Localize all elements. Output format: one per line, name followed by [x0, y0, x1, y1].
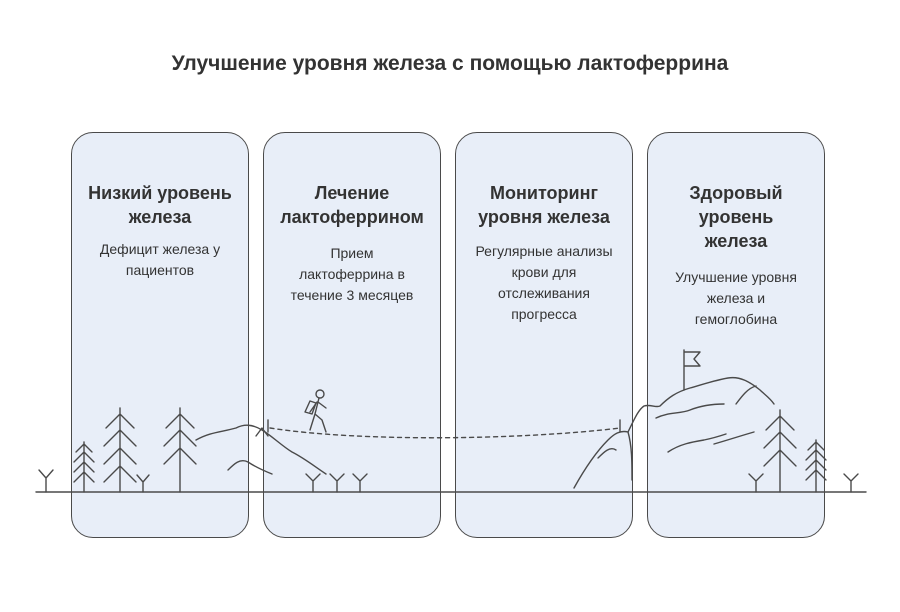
stage-title: Низкий уровень железа: [78, 181, 242, 229]
mountain-icon: [195, 424, 327, 475]
stage-card-monitoring: Мониторинг уровня железа Регулярные анал…: [455, 132, 633, 538]
grass-icon: [305, 473, 321, 493]
tree-icon: [163, 407, 197, 493]
mountain-icon: [573, 430, 633, 489]
trail-post: [267, 419, 621, 433]
stage-description: Улучшение уровня железа и гемоглобина: [658, 267, 814, 330]
flag-icon: [683, 349, 701, 391]
stage-text-line: Регулярные анализы: [475, 243, 613, 259]
stage-title-line: уровня железа: [478, 207, 610, 227]
tree-icon: [805, 439, 827, 493]
grass-icon: [38, 469, 54, 493]
stage-card-healthy: Здоровый уровень железа Улучшение уровня…: [647, 132, 825, 538]
stage-title-line: Низкий уровень: [88, 183, 232, 203]
stage-text-line: Дефицит железа у: [99, 241, 221, 257]
stage-title-line: лактоферрином: [280, 207, 424, 227]
stage-text-line: течение 3 месяцев: [290, 287, 414, 303]
stage-title-line: Здоровый: [689, 183, 783, 203]
stage-title-line: железа: [704, 231, 768, 251]
diagram-title: Улучшение уровня железа с помощью лактоф…: [171, 52, 729, 75]
tree-icon: [763, 409, 797, 493]
stage-title: Здоровый уровень железа: [654, 181, 818, 253]
stage-title-line: Лечение: [314, 183, 390, 203]
stage-text-line: железа и: [706, 290, 766, 306]
stage-description: Прием лактоферрина в течение 3 месяцев: [274, 243, 430, 306]
stage-title-line: уровень: [698, 207, 774, 227]
tree-icon: [73, 441, 95, 493]
grass-icon: [352, 473, 368, 493]
stage-text-line: Прием: [330, 245, 374, 261]
stage-text-line: Улучшение уровня: [675, 269, 797, 285]
trail-path: [269, 427, 621, 439]
stage-card-low-iron: Низкий уровень железа Дефицит железа у п…: [71, 132, 249, 538]
stage-title: Мониторинг уровня железа: [462, 181, 626, 229]
grass-icon: [843, 473, 859, 493]
stage-text-line: прогресса: [511, 306, 577, 322]
stage-title-line: Мониторинг: [490, 183, 598, 203]
mountain-icon: [627, 376, 775, 453]
stage-card-treatment: Лечение лактоферрином Прием лактоферрина…: [263, 132, 441, 538]
grass-icon: [329, 473, 345, 493]
tree-icon: [103, 407, 137, 493]
stage-title-line: железа: [128, 207, 192, 227]
grass-icon: [748, 473, 764, 493]
stage-text-line: лактоферрина в: [299, 266, 405, 282]
hiker-icon: [304, 389, 327, 433]
stage-description: Регулярные анализы крови для отслеживани…: [466, 241, 622, 325]
stage-description: Дефицит железа у пациентов: [82, 239, 238, 281]
stage-text-line: гемоглобина: [694, 311, 778, 327]
stage-title: Лечение лактоферрином: [270, 181, 434, 229]
stage-text-line: пациентов: [125, 262, 195, 278]
stage-text-line: отслеживания: [498, 285, 590, 301]
stage-text-line: крови для: [511, 264, 577, 280]
grass-icon: [136, 474, 150, 493]
